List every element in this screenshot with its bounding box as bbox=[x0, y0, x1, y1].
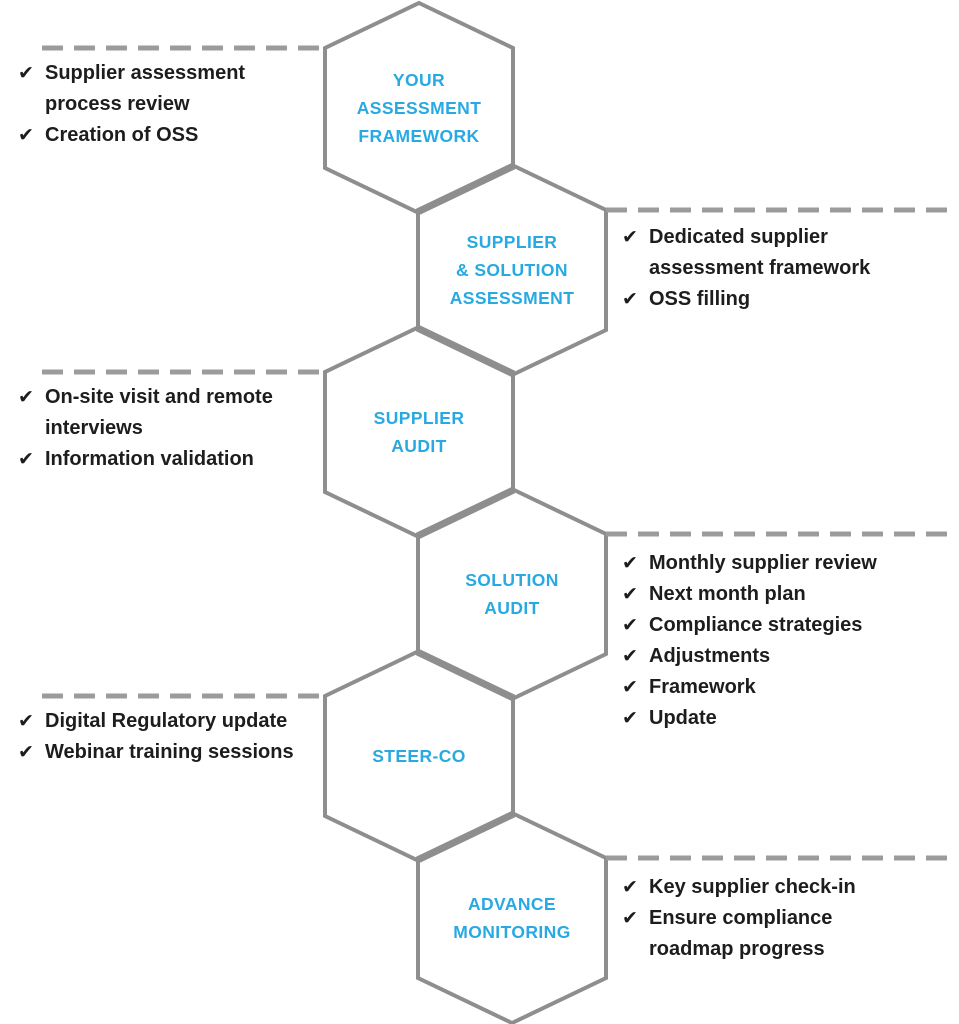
hexagon-outline-supplier-solution-assessment bbox=[416, 162, 608, 378]
checklist-your-assessment-framework: ✔ Supplier assessment process review ✔ C… bbox=[18, 58, 318, 151]
checklist-item-text: Digital Regulatory update bbox=[45, 710, 288, 732]
checklist-item-text: Webinar training sessions bbox=[45, 741, 294, 763]
check-icon: ✔ bbox=[622, 677, 638, 698]
checklist-item: ✔ Adjustments bbox=[622, 641, 942, 672]
checklist-item-text: Update bbox=[649, 707, 717, 729]
hexagon-outline-solution-audit bbox=[416, 486, 608, 702]
hexagon-outline-steer-co bbox=[323, 648, 515, 864]
checklist-item: ✔ Compliance strategies bbox=[622, 610, 942, 641]
check-icon: ✔ bbox=[622, 708, 638, 729]
check-icon: ✔ bbox=[622, 227, 638, 248]
check-icon: ✔ bbox=[18, 387, 34, 408]
checklist-item: ✔ Information validation bbox=[18, 444, 318, 475]
checklist-item: ✔ Supplier assessment process review bbox=[18, 58, 318, 120]
checklist-supplier-solution-assessment: ✔ Dedicated supplier assessment framewor… bbox=[622, 222, 942, 315]
checklist-item: ✔ Update bbox=[622, 703, 942, 734]
checklist-item-text: Adjustments bbox=[649, 645, 771, 667]
hexagon-outline-advance-monitoring bbox=[416, 810, 608, 1024]
checklist-item: ✔ Next month plan bbox=[622, 579, 942, 610]
checklist-item: ✔ Webinar training sessions bbox=[18, 737, 338, 768]
checklist-item-text: Information validation bbox=[45, 448, 254, 470]
check-icon: ✔ bbox=[622, 584, 638, 605]
checklist-item: ✔ Ensure compliance roadmap progress bbox=[622, 903, 942, 965]
checklist-item-text: Key supplier check-in bbox=[649, 876, 856, 898]
checklist-item-text: Supplier assessment process review bbox=[45, 62, 246, 115]
check-icon: ✔ bbox=[18, 711, 34, 732]
checklist-item: ✔ Key supplier check-in bbox=[622, 872, 942, 903]
checklist-supplier-audit: ✔ On-site visit and remote interviews ✔ … bbox=[18, 382, 318, 475]
checklist-item-text: Ensure compliance roadmap progress bbox=[649, 907, 833, 960]
check-icon: ✔ bbox=[622, 646, 638, 667]
hexagon-outline-supplier-audit bbox=[323, 324, 515, 540]
checklist-item-text: Next month plan bbox=[649, 583, 806, 605]
checklist-steer-co: ✔ Digital Regulatory update ✔ Webinar tr… bbox=[18, 706, 338, 768]
checklist-item: ✔ Dedicated supplier assessment framewor… bbox=[622, 222, 942, 284]
checklist-item: ✔ Digital Regulatory update bbox=[18, 706, 338, 737]
check-icon: ✔ bbox=[622, 615, 638, 636]
check-icon: ✔ bbox=[18, 742, 34, 763]
checklist-item-text: OSS filling bbox=[649, 288, 751, 310]
check-icon: ✔ bbox=[622, 553, 638, 574]
hexagon-outline-your-assessment-framework bbox=[323, 0, 515, 216]
check-icon: ✔ bbox=[622, 289, 638, 310]
check-icon: ✔ bbox=[18, 125, 34, 146]
checklist-item-text: Dedicated supplier assessment framework bbox=[649, 226, 871, 279]
checklist-item: ✔ Framework bbox=[622, 672, 942, 703]
checklist-item-text: Creation of OSS bbox=[45, 124, 199, 146]
check-icon: ✔ bbox=[18, 449, 34, 470]
check-icon: ✔ bbox=[622, 908, 638, 929]
checklist-solution-audit: ✔ Monthly supplier review ✔ Next month p… bbox=[622, 548, 942, 734]
checklist-item-text: On-site visit and remote interviews bbox=[45, 386, 273, 439]
check-icon: ✔ bbox=[622, 877, 638, 898]
checklist-advance-monitoring: ✔ Key supplier check-in ✔ Ensure complia… bbox=[622, 872, 942, 965]
checklist-item-text: Framework bbox=[649, 676, 756, 698]
checklist-item-text: Monthly supplier review bbox=[649, 552, 877, 574]
checklist-item: ✔ Monthly supplier review bbox=[622, 548, 942, 579]
check-icon: ✔ bbox=[18, 63, 34, 84]
checklist-item-text: Compliance strategies bbox=[649, 614, 863, 636]
checklist-item: ✔ Creation of OSS bbox=[18, 120, 318, 151]
checklist-item: ✔ OSS filling bbox=[622, 284, 942, 315]
checklist-item: ✔ On-site visit and remote interviews bbox=[18, 382, 318, 444]
